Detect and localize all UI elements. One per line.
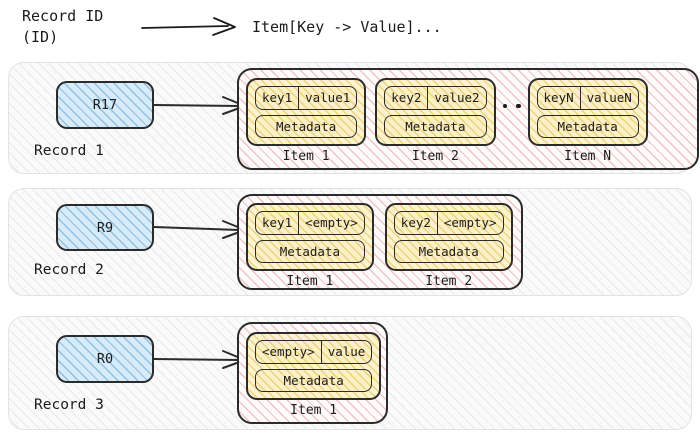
item-value: <empty> bbox=[443, 215, 497, 230]
item-key: keyN bbox=[538, 87, 581, 109]
item-block[interactable]: key2 value2 Metadata Item 2 bbox=[375, 78, 496, 164]
items-container: key1 value1 Metadata Item 1 key2 value2 … bbox=[237, 68, 699, 170]
item-metadata: Metadata bbox=[393, 240, 504, 263]
record-label: Record 2 bbox=[34, 262, 104, 278]
record-id-text: R0 bbox=[96, 351, 114, 367]
right-arrow-icon bbox=[141, 17, 236, 36]
record-label: Record 3 bbox=[34, 397, 104, 413]
ellipsis-dot bbox=[502, 103, 508, 109]
item-card: key2 value2 Metadata bbox=[375, 78, 496, 146]
record-to-items-arrow-icon bbox=[153, 350, 246, 369]
item-card: key2 <empty> Metadata bbox=[384, 203, 513, 271]
item-value: value1 bbox=[305, 90, 351, 105]
diagram-header: Record ID (ID) Item[Key -> Value]... bbox=[0, 0, 700, 56]
item-key: key1 bbox=[256, 212, 300, 234]
item-key: key2 bbox=[385, 87, 429, 109]
item-block[interactable]: key2 <empty> Metadata Item 2 bbox=[384, 203, 513, 289]
key-value-row: keyN valueN bbox=[536, 86, 639, 110]
record-to-items-arrow-icon bbox=[153, 220, 246, 239]
item-card: keyN valueN Metadata bbox=[527, 78, 648, 146]
ellipsis-icon bbox=[502, 103, 521, 135]
item-label: Item N bbox=[564, 149, 612, 164]
record-to-items-arrow-icon bbox=[153, 96, 246, 115]
item-card: <empty> value Metadata bbox=[246, 332, 382, 400]
item-key: key1 bbox=[256, 87, 300, 109]
item-label: Item 1 bbox=[286, 274, 334, 289]
item-metadata: Metadata bbox=[255, 369, 373, 392]
item-metadata: Metadata bbox=[255, 240, 365, 263]
item-value: <empty> bbox=[305, 215, 358, 230]
record-id-box[interactable]: R17 bbox=[56, 81, 154, 129]
key-value-row: <empty> value bbox=[255, 340, 373, 364]
item-value: value2 bbox=[434, 90, 480, 105]
item-label: Item 1 bbox=[282, 149, 330, 164]
items-container: <empty> value Metadata Item 1 bbox=[237, 322, 388, 424]
item-block[interactable]: <empty> value Metadata Item 1 bbox=[246, 332, 382, 418]
items-container: key1 <empty> Metadata Item 1 key2 <empty… bbox=[237, 194, 523, 290]
record-row: R9 key1 <empty> Metadata Item 1 key2 <em… bbox=[8, 188, 692, 296]
key-value-row: key2 value2 bbox=[384, 86, 487, 110]
record-id-box[interactable]: R0 bbox=[56, 335, 154, 383]
item-block[interactable]: key1 <empty> Metadata Item 1 bbox=[246, 203, 374, 289]
record-row: R17 key1 value1 Metadata Item 1 key2 val… bbox=[8, 62, 699, 174]
ellipsis-dot bbox=[516, 103, 521, 109]
item-block[interactable]: key1 value1 Metadata Item 1 bbox=[246, 78, 367, 164]
record-id-text: R9 bbox=[96, 219, 114, 236]
header-record-id-line2: (ID) bbox=[22, 28, 59, 46]
header-record-id-label: Record ID (ID) bbox=[22, 6, 103, 48]
item-card: key1 <empty> Metadata bbox=[246, 203, 374, 271]
key-value-row: key1 value1 bbox=[255, 86, 358, 110]
header-item-format-label: Item[Key -> Value]... bbox=[252, 18, 442, 36]
item-label: Item 1 bbox=[290, 403, 338, 418]
item-key: key2 bbox=[395, 212, 438, 234]
item-label: Item 2 bbox=[411, 149, 459, 164]
header-record-id-line1: Record ID bbox=[22, 7, 104, 25]
record-row: R0 <empty> value Metadata Item 1 Record … bbox=[8, 316, 692, 430]
item-key: <empty> bbox=[256, 341, 322, 363]
key-value-row: key2 <empty> bbox=[393, 211, 504, 235]
item-metadata: Metadata bbox=[255, 115, 358, 138]
record-id-box[interactable]: R9 bbox=[56, 204, 154, 251]
item-value: valueN bbox=[586, 90, 632, 105]
item-value: value bbox=[327, 344, 366, 359]
record-id-text: R17 bbox=[92, 97, 118, 113]
item-block[interactable]: keyN valueN Metadata Item N bbox=[527, 78, 648, 164]
record-label: Record 1 bbox=[34, 143, 104, 159]
item-metadata: Metadata bbox=[536, 115, 639, 138]
key-value-row: key1 <empty> bbox=[255, 211, 365, 235]
item-label: Item 2 bbox=[425, 274, 473, 289]
item-card: key1 value1 Metadata bbox=[246, 78, 367, 146]
item-metadata: Metadata bbox=[384, 115, 487, 138]
